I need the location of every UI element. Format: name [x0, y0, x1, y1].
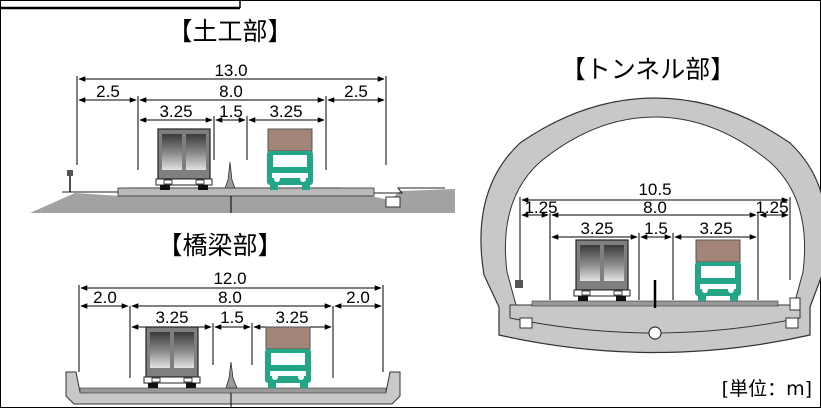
bridge-total-width: 12.0: [213, 269, 246, 288]
earthwork-embankment: [30, 189, 455, 213]
bridge-deck: [65, 371, 401, 405]
earthwork-total-width: 13.0: [214, 61, 247, 80]
earthwork-title: 【土工部】: [167, 17, 292, 46]
earthwork-truck: [266, 128, 314, 191]
tunnel-lane-right: 3.25: [699, 219, 732, 238]
bridge-pavement: [79, 387, 387, 394]
earthwork-pavement: [117, 187, 375, 197]
bridge-shoulder-right: 2.0: [346, 288, 370, 307]
tunnel-median: 1.5: [644, 219, 668, 238]
bridge-truck: [264, 326, 312, 389]
earthwork-bus: [155, 128, 213, 191]
tunnel-left-drain: [519, 317, 533, 329]
bridge-carriageway: 8.0: [218, 288, 242, 307]
tunnel-center-drain: [648, 326, 662, 340]
bridge-section: 【橋梁部】 12.0 2.0 8.0 2.0 3.25 1.5 3.25: [65, 231, 401, 408]
tunnel-bus: [573, 239, 631, 302]
earthwork-shoulder-right: 2.5: [344, 82, 368, 101]
tunnel-total-width: 10.5: [638, 180, 671, 199]
tunnel-right-walkway: [789, 297, 801, 311]
bridge-bus: [143, 326, 201, 389]
bridge-shoulder-left: 2.0: [93, 288, 117, 307]
tunnel-title: 【トンネル部】: [561, 55, 736, 84]
tunnel-carriageway: 8.0: [643, 198, 667, 217]
tunnel-shoulder-right: 1.25: [755, 198, 788, 217]
earthwork-median: 1.5: [219, 102, 243, 121]
bridge-lane-right: 3.25: [275, 308, 308, 327]
tunnel-left-fixture: [515, 280, 523, 288]
bridge-median: 1.5: [220, 308, 244, 327]
tunnel-section: 【トンネル部】 10.5 1.25 8.0: [480, 55, 821, 354]
unit-label: [単位：m]: [722, 378, 812, 400]
bridge-title: 【橋梁部】: [157, 231, 282, 260]
earthwork-lane-left: 3.25: [159, 102, 192, 121]
earthwork-carriageway: 8.0: [219, 82, 243, 101]
earthwork-side-ditch: [385, 196, 401, 208]
earthwork-lane-right: 3.25: [269, 102, 302, 121]
earthwork-shoulder-left: 2.5: [96, 82, 120, 101]
earthwork-median-barrier: [224, 161, 236, 189]
bridge-median-barrier: [225, 361, 238, 389]
earthwork-section: 【土工部】 13.0 2.5 8.0 2.5 3.25 1.5 3.25: [30, 17, 455, 213]
tunnel-lane-left: 3.25: [580, 219, 613, 238]
tunnel-truck: [694, 239, 742, 302]
tunnel-shoulder-left: 1.25: [524, 198, 557, 217]
tunnel-right-drain: [785, 317, 799, 329]
bridge-lane-left: 3.25: [155, 308, 188, 327]
